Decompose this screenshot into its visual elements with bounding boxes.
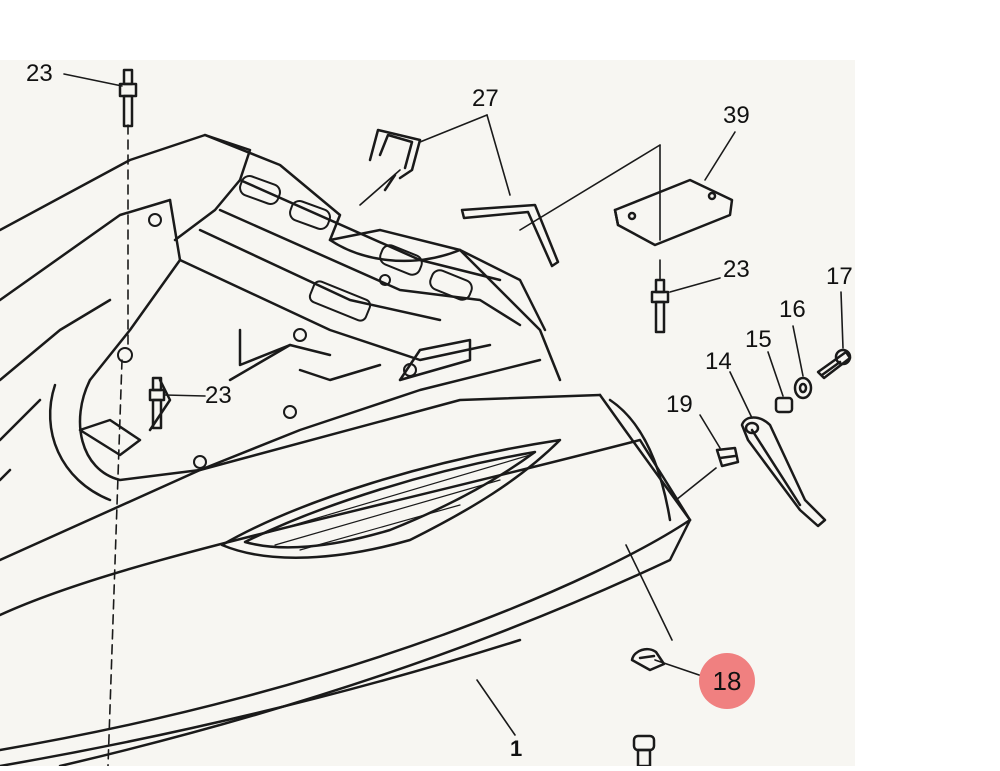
part-39-plate (613, 178, 734, 247)
label-17: 17 (826, 263, 853, 290)
install-lines (107, 124, 129, 767)
part-17-bolt (816, 348, 852, 380)
label-18: 18 (712, 666, 742, 696)
leader-lines (63, 73, 844, 736)
part-23-stud-right (650, 278, 670, 334)
label-23-lower: 23 (205, 382, 232, 409)
part-27-handle (368, 128, 560, 268)
part-15-nut (774, 396, 794, 414)
part-14-bracket (740, 416, 827, 528)
highlighted-callout-18[interactable]: 18 (699, 653, 755, 709)
side-vent (220, 438, 562, 559)
deck-body (0, 393, 692, 768)
label-14: 14 (705, 348, 732, 375)
frame-bolts (117, 213, 417, 469)
part-23-stud-lower (148, 376, 166, 430)
label-23-top: 23 (26, 60, 53, 87)
label-27: 27 (472, 85, 499, 112)
part-19-grommet (715, 446, 740, 468)
label-16: 16 (779, 296, 806, 323)
drawing-area-shade (0, 60, 855, 766)
frame-openings (239, 175, 473, 322)
label-15: 15 (745, 326, 772, 353)
label-39: 39 (723, 102, 750, 129)
label-19: 19 (666, 391, 693, 418)
part-16-washer (793, 376, 813, 400)
label-1: 1 (510, 736, 523, 761)
deck-frame (0, 133, 562, 502)
part-23-stud-top (118, 68, 138, 128)
label-23-right: 23 (723, 256, 750, 283)
